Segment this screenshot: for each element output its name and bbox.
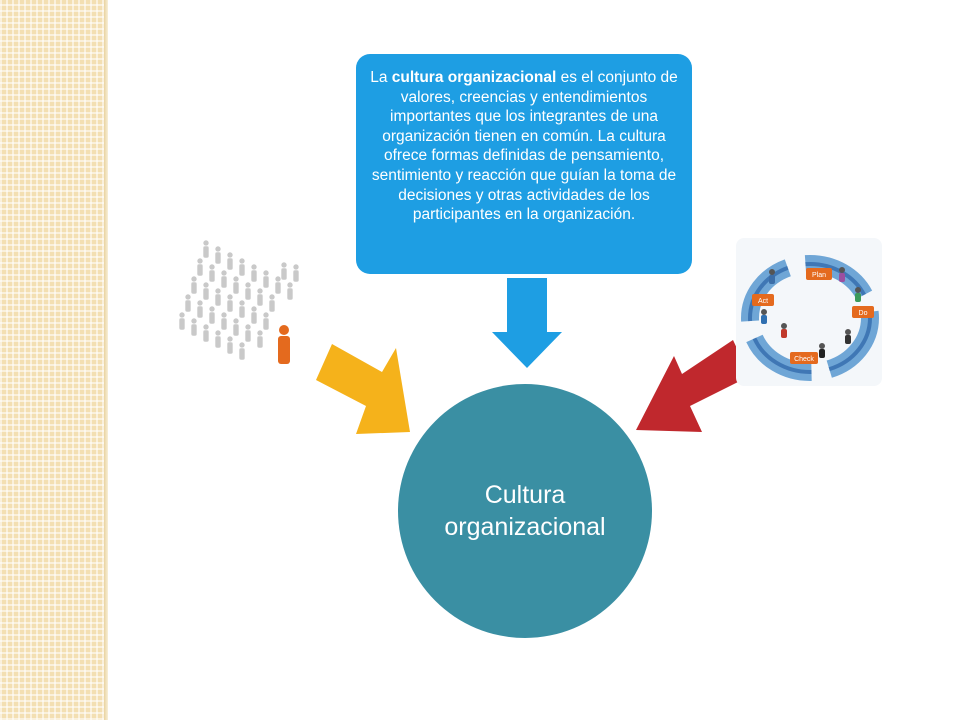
svg-text:Do: Do	[859, 310, 868, 317]
center-concept-circle: Cultura organizacional	[398, 384, 652, 638]
definition-bold: cultura organizacional	[391, 69, 557, 86]
people-figures	[761, 267, 861, 358]
center-label: Cultura organizacional	[444, 481, 606, 541]
leader-figure	[278, 325, 290, 364]
do-label: Do	[852, 306, 874, 318]
crowd-leader-illustration	[168, 224, 308, 374]
svg-text:Act: Act	[758, 298, 768, 305]
check-label: Check	[790, 352, 818, 364]
decorative-left-strip	[0, 0, 104, 720]
arrow-down-icon	[492, 278, 562, 368]
definition-pre: La	[370, 69, 392, 86]
strip-edge	[104, 0, 108, 720]
svg-text:Check: Check	[794, 356, 814, 363]
svg-text:Plan: Plan	[812, 272, 826, 279]
definition-box: La cultura organizacional es el conjunto…	[356, 54, 692, 274]
definition-post: es el conjunto de valores, creencias y e…	[371, 69, 678, 224]
act-label: Act	[752, 294, 774, 306]
arrow-left-icon	[636, 340, 750, 432]
pdca-cycle-illustration: Plan Do Check Act	[736, 238, 882, 386]
arrow-right-icon	[316, 344, 410, 434]
plan-label: Plan	[806, 268, 832, 280]
